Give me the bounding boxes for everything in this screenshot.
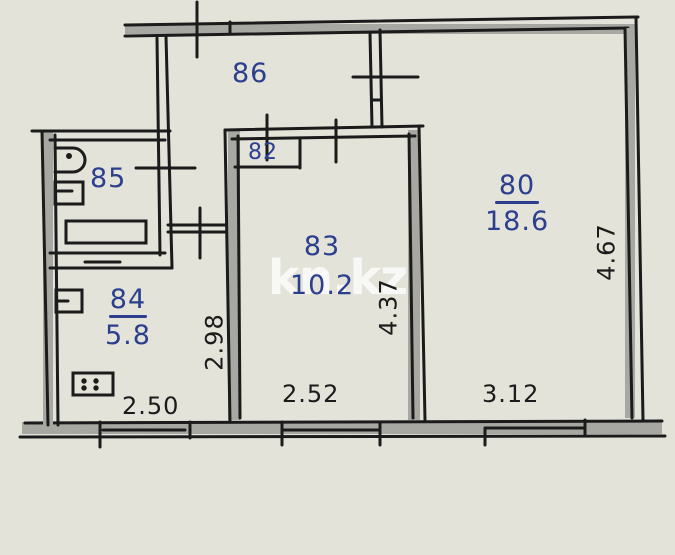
dimension-room84-length: 2.98: [200, 313, 229, 371]
room-label-85: 85: [90, 163, 127, 194]
room-label-86: 86: [232, 58, 269, 89]
room-number-84: 84: [109, 284, 147, 315]
kitchen-fixtures: [54, 288, 115, 397]
room-83-walls: [223, 113, 427, 424]
room-area-84: 5.8: [105, 320, 151, 351]
dimension-room80-length: 4.67: [592, 223, 621, 281]
bathroom-fixtures: [53, 146, 148, 264]
room-label-82: 82: [248, 140, 278, 165]
dimension-room84-width: 2.50: [122, 392, 180, 420]
dimension-room80-width: 3.12: [482, 380, 540, 408]
right-exterior-wall: [623, 15, 645, 422]
dimension-room83-width: 2.52: [282, 380, 340, 408]
room-number-83: 83: [303, 231, 341, 262]
fraction-bar: [108, 315, 147, 318]
bottom-exterior-wall: [18, 418, 667, 449]
room-80-area: 80 18.6: [485, 172, 549, 235]
dimension-room83-length: 4.37: [374, 278, 403, 336]
corridor-wall: [48, 34, 232, 270]
room-84-area: 84 5.8: [105, 286, 151, 349]
room-area-83: 10.2: [290, 270, 355, 301]
corridor-door: [351, 28, 420, 129]
room-area-80: 18.6: [485, 206, 550, 237]
room-number-80: 80: [498, 170, 536, 201]
watermark: kn.kz: [268, 250, 408, 306]
fraction-bar: [495, 201, 540, 204]
room-83-area: 83 10.2: [290, 233, 354, 299]
